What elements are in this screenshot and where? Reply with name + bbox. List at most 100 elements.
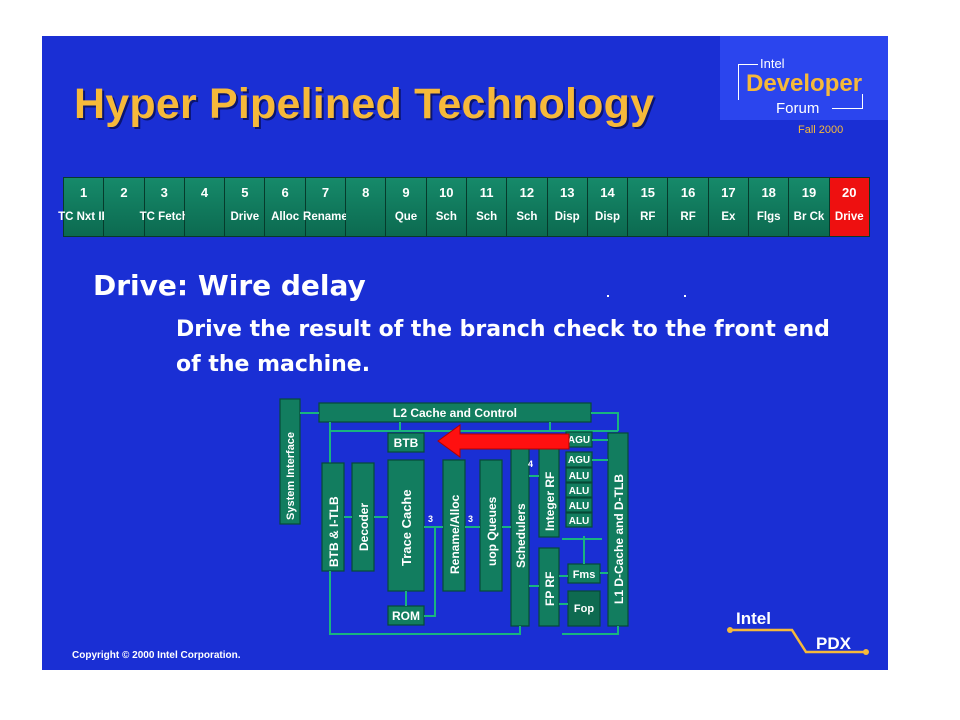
pipeline-stage-19: 19 Br Ck — [789, 178, 830, 236]
alu-2-label: ALU — [569, 486, 590, 497]
agu-1-label: AGU — [568, 435, 590, 446]
branch-drive-arrow — [437, 424, 570, 458]
stage-number: 5 — [241, 185, 249, 200]
microarchitecture-diagram: System Interface L2 Cache and Control BT… — [279, 398, 629, 635]
pipeline-stage-8: 8 — [346, 178, 387, 236]
pdx-logo-top: Intel — [736, 609, 771, 628]
logo-intel-text: Intel — [760, 56, 785, 71]
stage-number: 6 — [281, 185, 289, 200]
l1-dcache-label: L1 D-Cache and D-TLB — [612, 474, 626, 604]
alu-4-label: ALU — [569, 516, 590, 527]
stray-dot — [684, 295, 686, 297]
intel-developer-forum-logo: Intel Developer Forum — [720, 36, 888, 120]
fop-label: Fop — [574, 603, 594, 615]
stage-label: Disp — [595, 211, 620, 223]
system-interface-label: System Interface — [285, 432, 297, 520]
alu-unit-1 — [565, 467, 593, 483]
alu-unit-4 — [565, 512, 593, 528]
section-heading: Drive: Wire delay — [93, 269, 366, 302]
stage-number: 4 — [200, 185, 209, 200]
trace-cache-label: Trace Cache — [399, 489, 414, 566]
stage-label: Drive — [834, 211, 864, 223]
logo-developer-text: Developer — [746, 70, 863, 97]
stage-label: Sch — [516, 211, 538, 223]
fms-label: Fms — [573, 569, 596, 581]
btb-itlb-label: BTB & I-TLB — [327, 496, 341, 567]
pipeline-stage-1: 1 TC Nxt IP — [58, 178, 109, 236]
logo-season-text: Fall 2000 — [798, 124, 844, 136]
alu-unit-3 — [565, 497, 593, 513]
stage-label: TC Nxt IP — [58, 211, 110, 223]
slide: Hyper Pipelined Technology Intel Develop… — [42, 36, 888, 670]
decoder-label: Decoder — [357, 503, 371, 551]
stage-label: RF — [680, 211, 696, 223]
stage-number: 8 — [362, 185, 370, 200]
stage-label: Que — [394, 211, 418, 223]
stage-label: Sch — [476, 211, 498, 223]
stage-number: 9 — [402, 185, 410, 200]
marker-3a: 3 — [428, 514, 433, 524]
l2-cache-label: L2 Cache and Control — [393, 406, 517, 420]
btb-label: BTB — [394, 436, 419, 450]
stage-number: 20 — [842, 185, 857, 200]
alu-3-label: ALU — [569, 501, 590, 512]
stage-label: Ex — [721, 211, 736, 223]
stage-number: 1 — [80, 185, 88, 200]
fp-rf-label: FP RF — [543, 572, 557, 606]
stage-number: 10 — [439, 185, 454, 200]
copyright-text: Copyright © 2000 Intel Corporation. — [72, 650, 241, 661]
stage-number: 12 — [519, 185, 535, 200]
stage-label: Br Ck — [793, 211, 825, 223]
intel-pdx-logo: Intel PDX — [727, 609, 869, 655]
stage-label: Rename — [303, 211, 348, 223]
alu-unit-2 — [565, 482, 593, 498]
schedulers-label: Schedulers — [514, 503, 528, 568]
alu-1-label: ALU — [569, 471, 590, 482]
stage-number: 17 — [721, 185, 736, 200]
body-text: Drive the result of the branch check to … — [176, 317, 830, 377]
stage-number: 15 — [640, 185, 656, 200]
stage-label: Disp — [554, 211, 580, 223]
stage-number: 2 — [120, 185, 128, 200]
stage-label: Drive — [230, 211, 260, 223]
integer-rf-label: Integer RF — [543, 472, 557, 531]
stage-label: Alloc — [271, 211, 300, 223]
stray-dot — [607, 295, 609, 297]
rom-label: ROM — [392, 609, 420, 623]
pipeline-stage-2: 2 — [104, 178, 145, 236]
btb-block — [387, 432, 425, 453]
slide-title: Hyper Pipelined Technology — [74, 80, 655, 128]
rename-alloc-block — [442, 459, 466, 592]
pipeline-stage-4: 4 — [184, 178, 226, 236]
system-interface-block — [279, 398, 301, 525]
stage-number: 14 — [600, 185, 615, 200]
logo-forum-text: Forum — [776, 100, 820, 117]
stage-number: 18 — [761, 185, 776, 200]
stage-number: 7 — [321, 185, 330, 200]
marker-4: 4 — [528, 459, 533, 469]
uop-queues-block — [479, 459, 503, 592]
rename-alloc-label: Rename/Alloc — [448, 494, 462, 574]
stage-number: 11 — [479, 185, 494, 200]
pdx-logo-bottom: PDX — [816, 634, 852, 653]
trace-cache-block — [387, 459, 425, 592]
stage-number: 3 — [160, 185, 168, 200]
uop-queues-label: uop Queues — [485, 496, 499, 566]
stage-number: 19 — [801, 185, 817, 200]
agu-2-label: AGU — [568, 455, 590, 466]
